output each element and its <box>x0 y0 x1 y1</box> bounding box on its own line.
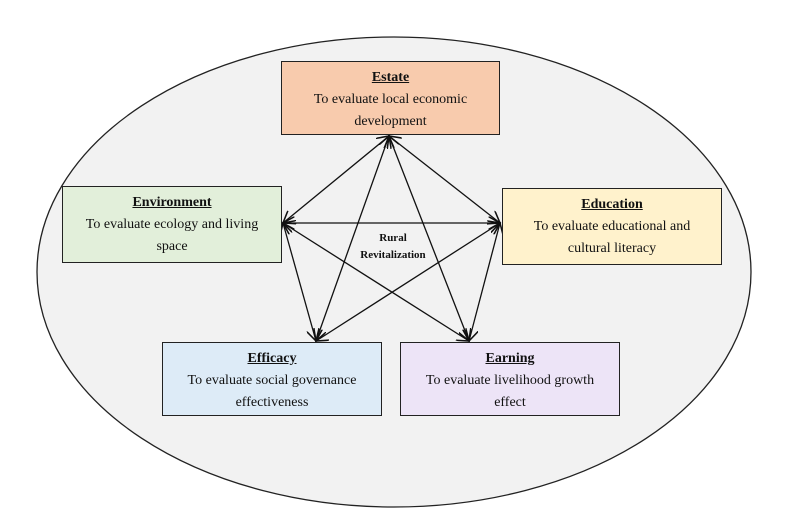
earning-desc: To evaluate livelihood growth effect <box>425 373 595 410</box>
earning-title: Earning <box>485 351 535 366</box>
education-desc: To evaluate educational and cultural lit… <box>533 219 691 256</box>
environment-title: Environment <box>132 195 212 210</box>
center-label-line1: Rural <box>379 232 407 244</box>
efficacy-title: Efficacy <box>247 351 297 366</box>
estate-box: Estate To evaluate local economic develop… <box>281 61 500 135</box>
environment-desc: To evaluate ecology and living space <box>85 217 259 254</box>
education-title: Education <box>581 197 643 212</box>
center-label-line2: Revitalization <box>360 249 426 261</box>
estate-title: Estate <box>371 70 410 85</box>
education-box: Education To evaluate educational and cul… <box>502 188 722 265</box>
efficacy-box: Efficacy To evaluate social governance ef… <box>162 342 382 416</box>
environment-box: Environment To evaluate ecology and livin… <box>62 186 282 263</box>
estate-desc: To evaluate local economic development <box>313 92 468 129</box>
earning-box: Earning To evaluate livelihood growth eff… <box>400 342 620 416</box>
efficacy-desc: To evaluate social governance effectiven… <box>187 373 357 410</box>
arrow-education-earning <box>469 223 500 341</box>
